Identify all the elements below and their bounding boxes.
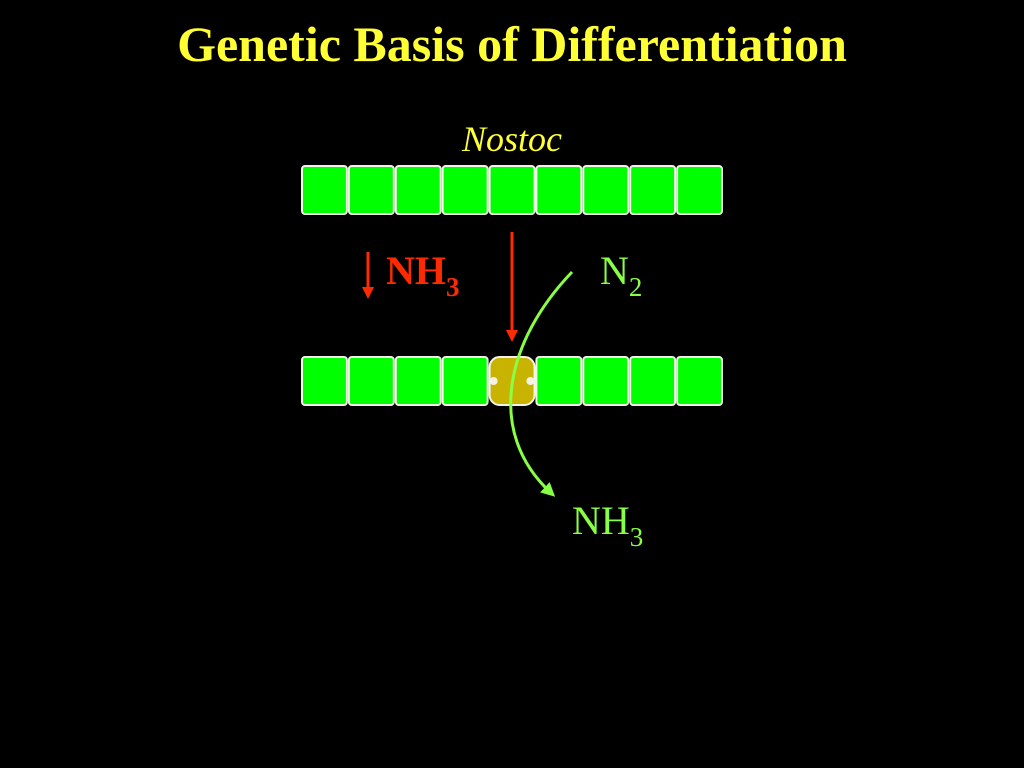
organism-label: Nostoc bbox=[461, 119, 562, 159]
vegetative-cell bbox=[347, 165, 395, 215]
nitrogen-fixation-arrow bbox=[509, 270, 574, 497]
heterocyst-filament-bottom bbox=[301, 356, 723, 406]
vegetative-cell bbox=[441, 165, 489, 215]
vegetative-cell bbox=[394, 356, 442, 406]
vegetative-cell bbox=[535, 356, 583, 406]
vegetative-cell bbox=[394, 165, 442, 215]
ammonia-low-base: NH bbox=[386, 248, 446, 293]
dinitrogen-base: N bbox=[600, 248, 629, 293]
vegetative-cell bbox=[535, 165, 583, 215]
ammonia-low-label: NH3 bbox=[386, 247, 460, 302]
vegetative-cell bbox=[301, 165, 348, 215]
vegetative-cell bbox=[441, 356, 489, 406]
vegetative-cell bbox=[488, 165, 536, 215]
vegetative-cell bbox=[629, 356, 677, 406]
ammonia-produced-base: NH bbox=[572, 498, 630, 543]
ammonia-low-subscript: 3 bbox=[446, 272, 460, 302]
vegetative-cell bbox=[301, 356, 348, 406]
dinitrogen-label: N2 bbox=[600, 247, 643, 302]
vegetative-cell bbox=[676, 165, 723, 215]
polar-nodule bbox=[526, 377, 535, 385]
dinitrogen-subscript: 2 bbox=[628, 272, 643, 302]
vegetative-cell bbox=[582, 356, 630, 406]
polar-nodule bbox=[489, 377, 498, 385]
ammonia-produced-subscript: 3 bbox=[629, 522, 644, 552]
slide-title: Genetic Basis of Differentiation bbox=[177, 16, 847, 72]
vegetative-cell bbox=[582, 165, 630, 215]
ammonia-produced-label: NH3 bbox=[572, 497, 644, 552]
vegetative-cell bbox=[676, 356, 723, 406]
vegetative-filament-top bbox=[301, 165, 723, 215]
vegetative-cell bbox=[629, 165, 677, 215]
vegetative-cell bbox=[347, 356, 395, 406]
